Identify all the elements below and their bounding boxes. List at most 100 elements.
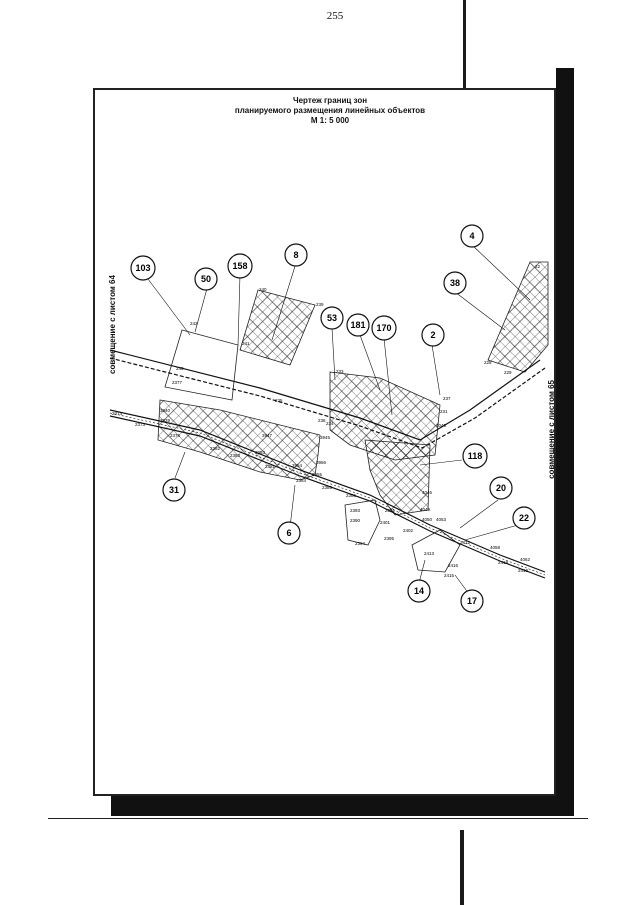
planned-zones bbox=[157, 261, 549, 573]
point-label: 3945 bbox=[320, 435, 331, 440]
parcel-marker: 20 bbox=[489, 476, 513, 500]
parcel-marker-label: 31 bbox=[169, 485, 179, 495]
parcel-marker: 38 bbox=[443, 271, 467, 295]
point-label: 2394 bbox=[355, 541, 366, 546]
point-label: 236 bbox=[318, 418, 326, 423]
binding-line-top bbox=[463, 0, 466, 90]
point-label: 2377 bbox=[172, 380, 183, 385]
point-label: 2401 bbox=[380, 520, 391, 525]
point-label: 2393 bbox=[350, 508, 361, 513]
zone-118-cross bbox=[365, 440, 430, 515]
point-label: 2385 bbox=[322, 485, 333, 490]
parcel-marker: 22 bbox=[512, 506, 536, 530]
parcel-marker-label: 170 bbox=[376, 323, 391, 333]
point-label: 2376 bbox=[170, 433, 181, 438]
point-label: 4045 bbox=[436, 423, 447, 428]
point-label: 3956 bbox=[316, 460, 327, 465]
leader-lines bbox=[144, 244, 531, 599]
point-label: 243 bbox=[176, 366, 184, 371]
parcel-marker: 8 bbox=[284, 243, 308, 267]
point-label: 228 bbox=[484, 360, 492, 365]
parcel-marker-label: 38 bbox=[450, 278, 460, 288]
parcel-marker: 158 bbox=[227, 253, 253, 279]
parcel-marker-label: 8 bbox=[293, 250, 298, 260]
parcel-marker: 2 bbox=[421, 323, 445, 347]
point-label: 241 bbox=[242, 341, 250, 346]
point-label: 2419 bbox=[518, 568, 529, 573]
point-number-labels: 240 239 241 242 243 2377 3940 3939 2376 … bbox=[112, 264, 541, 578]
road-lines bbox=[109, 244, 546, 599]
binding-line-bottom bbox=[460, 830, 464, 905]
point-label: 3953 bbox=[255, 450, 266, 455]
parcel-marker-label: 20 bbox=[496, 483, 506, 493]
point-label: 231 bbox=[440, 409, 448, 414]
point-label: 2386 bbox=[346, 493, 357, 498]
point-label: 234 bbox=[326, 421, 334, 426]
parcel-marker: 50 bbox=[194, 267, 218, 291]
point-label: 4046 bbox=[422, 490, 433, 495]
point-label: 2391 bbox=[385, 508, 396, 513]
road-main-lower bbox=[109, 357, 546, 449]
parcel-marker-label: 4 bbox=[469, 231, 474, 241]
parcel-marker: 118 bbox=[462, 443, 488, 469]
point-label: 2412 bbox=[460, 540, 471, 545]
point-label: 2416 bbox=[448, 563, 459, 568]
point-label: 2382 bbox=[210, 446, 221, 451]
drawing-title: Чертеж границ зон планируемого размещени… bbox=[180, 96, 480, 126]
parcel-marker: 170 bbox=[371, 315, 397, 341]
point-label: 4049 bbox=[420, 507, 431, 512]
road-south-upper bbox=[109, 409, 546, 573]
zone-14 bbox=[411, 529, 461, 573]
zone-181-cross bbox=[330, 372, 440, 460]
point-label: 3947 bbox=[262, 433, 273, 438]
parcel-marker-label: 6 bbox=[286, 528, 291, 538]
point-label: 22 bbox=[535, 264, 541, 269]
parcel-marker: 181 bbox=[346, 313, 370, 337]
parcel-marker: 17 bbox=[460, 589, 484, 613]
point-label: 4050 bbox=[422, 517, 433, 522]
point-label: 2373 bbox=[135, 422, 146, 427]
parcel-marker: 14 bbox=[407, 579, 431, 603]
road-center-dash bbox=[109, 412, 546, 576]
parcel-marker: 6 bbox=[277, 521, 301, 545]
frame-shadow-right bbox=[556, 68, 574, 816]
point-label: 4062 bbox=[520, 557, 531, 562]
point-label: 229 bbox=[504, 370, 512, 375]
parcel-number-markers: 103 50 158 8 53 181 170 2 4 38 118 31 6 … bbox=[130, 224, 536, 613]
point-label: 2415 bbox=[444, 573, 455, 578]
point-label: 2418 bbox=[498, 560, 509, 565]
point-label: 3954 bbox=[292, 463, 303, 468]
point-label: 240 bbox=[259, 287, 267, 292]
title-line-3: М 1: 5 000 bbox=[310, 116, 350, 125]
title-line-1: Чертеж границ зон bbox=[292, 96, 368, 105]
parcel-marker-label: 2 bbox=[430, 330, 435, 340]
point-label: 242 bbox=[190, 321, 198, 326]
point-label: 2402 bbox=[403, 528, 414, 533]
point-label: 4058 bbox=[490, 545, 501, 550]
point-label: 3940 bbox=[160, 408, 171, 413]
page-number: 255 bbox=[326, 10, 344, 22]
parcel-marker-label: 22 bbox=[519, 513, 529, 523]
parcel-marker-label: 181 bbox=[350, 320, 365, 330]
parcel-marker: 103 bbox=[130, 255, 156, 281]
parcel-marker: 31 bbox=[162, 478, 186, 502]
point-label: 3939 bbox=[160, 418, 171, 423]
bottom-rule bbox=[48, 818, 588, 819]
parcel-marker: 4 bbox=[460, 224, 484, 248]
parcel-marker-label: 118 bbox=[468, 451, 483, 461]
point-label: 2383 bbox=[230, 453, 241, 458]
point-label: 2384 bbox=[296, 478, 307, 483]
zone-8-cross bbox=[240, 290, 315, 365]
point-label: 237 bbox=[443, 396, 451, 401]
road-south-lower bbox=[109, 415, 546, 579]
point-label: 3955 bbox=[312, 472, 323, 477]
zone-4-cross bbox=[488, 262, 548, 372]
zone-50 bbox=[164, 329, 239, 401]
parcel-marker-label: 53 bbox=[327, 313, 337, 323]
title-line-2: планируемого размещения линейных объекто… bbox=[234, 106, 426, 115]
point-label: 2381 bbox=[265, 464, 276, 469]
point-label: 2390 bbox=[350, 518, 361, 523]
point-label: 2413 bbox=[424, 551, 435, 556]
point-label: 2395 bbox=[384, 536, 395, 541]
